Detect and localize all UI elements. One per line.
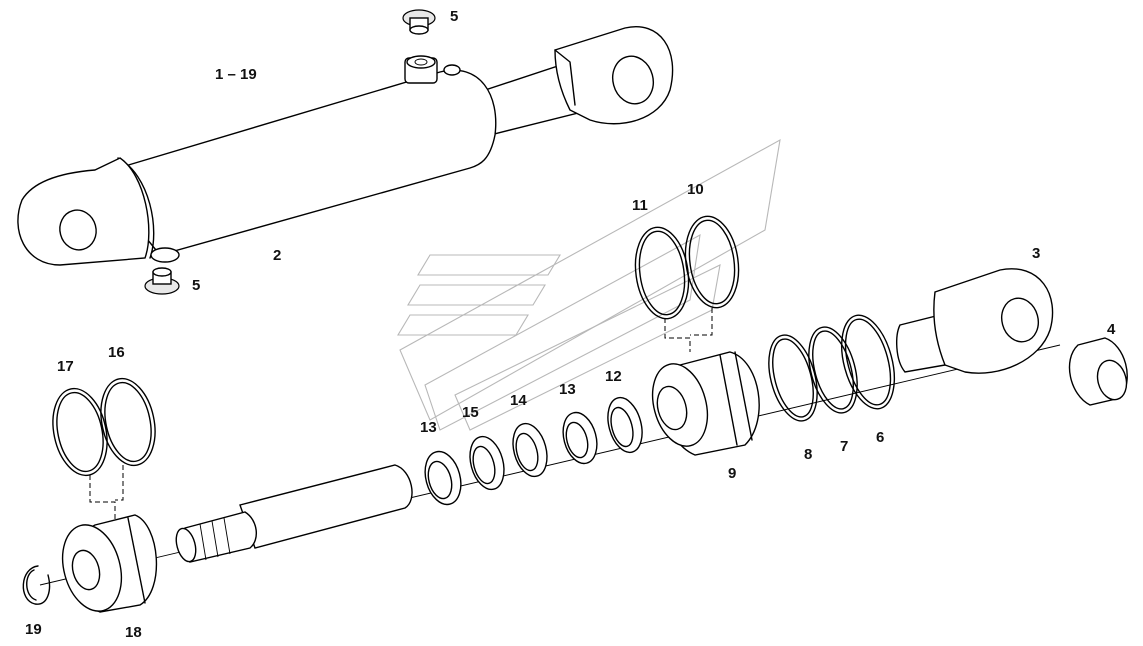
seal-17 xyxy=(52,387,108,477)
callout-7: 7 xyxy=(840,438,848,455)
ring-8 xyxy=(768,334,818,422)
callout-13-left: 13 xyxy=(420,419,437,436)
callout-6: 6 xyxy=(876,429,884,446)
ring-13-right xyxy=(562,411,598,465)
ring-7 xyxy=(808,326,858,414)
callout-19: 19 xyxy=(25,621,42,638)
snap-ring-6 xyxy=(840,314,896,410)
seal-11 xyxy=(634,226,690,320)
callout-11: 11 xyxy=(632,197,648,214)
ring-15 xyxy=(469,435,505,491)
callout-17: 17 xyxy=(57,358,74,375)
ring-13-left xyxy=(424,450,462,506)
callout-15: 15 xyxy=(462,404,479,421)
callout-4: 4 xyxy=(1107,321,1116,338)
bushing-part xyxy=(1068,337,1128,406)
bleed-screw-top xyxy=(402,9,436,35)
seal-16 xyxy=(100,377,156,467)
piston-part xyxy=(61,514,158,613)
assembly-label: 1 – 19 xyxy=(215,66,257,83)
rod-eye-part xyxy=(896,268,1054,374)
callout-10: 10 xyxy=(687,181,704,198)
callout-9: 9 xyxy=(728,465,736,482)
ring-12 xyxy=(607,396,643,454)
callout-12: 12 xyxy=(605,368,622,385)
callout-5-top: 5 xyxy=(450,8,458,25)
callout-13-right: 13 xyxy=(559,381,576,398)
bleed-screw-bottom xyxy=(144,267,180,295)
callout-8: 8 xyxy=(804,446,812,463)
callout-14: 14 xyxy=(510,392,527,409)
callout-2: 2 xyxy=(273,247,281,264)
circlip-19 xyxy=(22,565,51,605)
callout-5-bottom: 5 xyxy=(192,277,200,294)
cylinder-assembly xyxy=(17,26,674,266)
piston-rod xyxy=(175,464,413,563)
seal-10 xyxy=(684,215,740,309)
callout-16: 16 xyxy=(108,344,125,361)
ring-14 xyxy=(512,422,548,478)
callout-18: 18 xyxy=(125,624,142,641)
gland-part xyxy=(651,351,760,456)
callout-3: 3 xyxy=(1032,245,1040,262)
